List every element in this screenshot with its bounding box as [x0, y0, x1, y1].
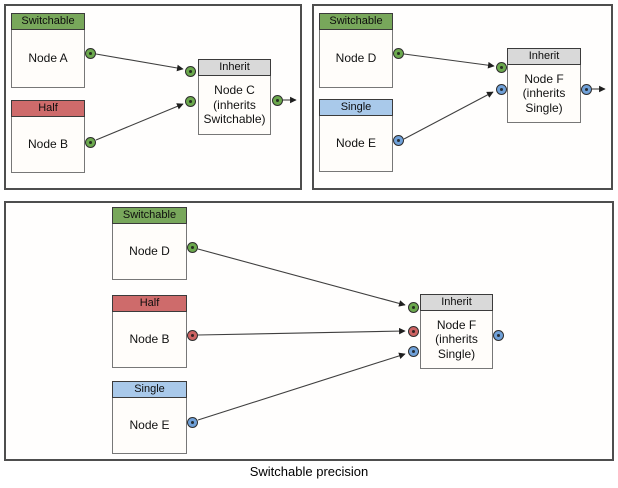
- node-b-bottom-label: Node B: [112, 312, 187, 368]
- node-b-topleft: Half Node B: [11, 100, 85, 173]
- panel-bottom: [4, 201, 614, 461]
- node-d-header: Switchable: [319, 13, 393, 30]
- node-d-bottom: Switchable Node D: [112, 207, 187, 280]
- output-port-node-a: [84, 47, 96, 59]
- output-port-node-d-topright: [392, 47, 404, 59]
- node-e-bottom-header: Single: [112, 381, 187, 398]
- diagram-caption: Switchable precision: [249, 464, 369, 479]
- node-f-bottom: Inherit Node F (inherits Single): [420, 294, 493, 369]
- output-port-node-e-topright: [392, 134, 404, 146]
- input-port1-node-c: [184, 65, 196, 77]
- node-e-label: Node E: [319, 116, 393, 172]
- node-a: Switchable Node A: [11, 13, 85, 88]
- node-e-bottom: Single Node E: [112, 381, 187, 454]
- node-f-bottom-label: Node F (inherits Single): [420, 311, 493, 369]
- node-f-header: Inherit: [507, 48, 581, 65]
- input-port2-node-c: [184, 95, 196, 107]
- output-port-node-f-topright: [580, 83, 592, 95]
- node-f-bottom-header: Inherit: [420, 294, 493, 311]
- output-port-node-b-bottom: [186, 329, 198, 341]
- node-a-label: Node A: [11, 30, 85, 88]
- node-b-header: Half: [11, 100, 85, 117]
- input-port2-node-f-bottom: [407, 325, 419, 337]
- node-c-label: Node C (inherits Switchable): [198, 76, 271, 135]
- node-e-header: Single: [319, 99, 393, 116]
- node-b-bottom-header: Half: [112, 295, 187, 312]
- node-c: Inherit Node C (inherits Switchable): [198, 59, 271, 135]
- node-d-label: Node D: [319, 30, 393, 88]
- node-c-header: Inherit: [198, 59, 271, 76]
- node-e-topright: Single Node E: [319, 99, 393, 172]
- input-port3-node-f-bottom: [407, 345, 419, 357]
- node-d-bottom-header: Switchable: [112, 207, 187, 224]
- input-port1-node-f-topright: [495, 61, 507, 73]
- output-port-node-d-bottom: [186, 241, 198, 253]
- node-d-topright: Switchable Node D: [319, 13, 393, 88]
- output-port-node-f-bottom: [492, 329, 504, 341]
- input-port1-node-f-bottom: [407, 301, 419, 313]
- output-port-node-e-bottom: [186, 416, 198, 428]
- node-a-header: Switchable: [11, 13, 85, 30]
- node-b-bottom: Half Node B: [112, 295, 187, 368]
- node-d-bottom-label: Node D: [112, 224, 187, 280]
- output-port-node-b-topleft: [84, 136, 96, 148]
- output-port-node-c: [271, 94, 283, 106]
- node-b-label: Node B: [11, 117, 85, 173]
- node-f-topright: Inherit Node F (inherits Single): [507, 48, 581, 123]
- input-port2-node-f-topright: [495, 83, 507, 95]
- node-e-bottom-label: Node E: [112, 398, 187, 454]
- node-f-label: Node F (inherits Single): [507, 65, 581, 123]
